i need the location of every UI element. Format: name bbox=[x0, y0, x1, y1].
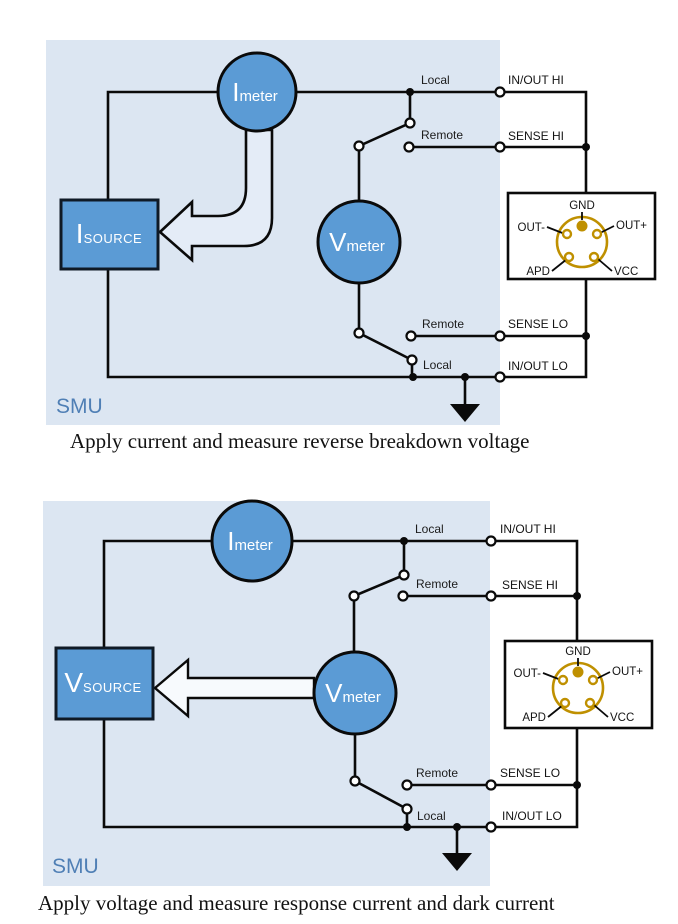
pin-gnd-icon bbox=[572, 666, 584, 678]
caption-diagram-1: Apply current and measure reverse breakd… bbox=[70, 429, 530, 453]
switch-contact bbox=[403, 141, 415, 153]
panel-terminal bbox=[494, 330, 506, 342]
switch-label-remote-bottom: Remote bbox=[422, 317, 464, 331]
pin-label-gnd: GND bbox=[565, 646, 591, 658]
terminal-label-inout-hi: IN/OUT HI bbox=[500, 522, 556, 536]
switch-label-local-bottom: Local bbox=[423, 358, 452, 372]
terminal-label-sense-hi: SENSE HI bbox=[508, 129, 564, 143]
switch-contact bbox=[405, 330, 417, 342]
panel-terminal bbox=[485, 535, 497, 547]
vsource-box bbox=[54, 646, 155, 721]
junction-dot bbox=[573, 592, 581, 600]
pin-label-vcc: VCC bbox=[610, 712, 634, 724]
connector-dut: GND OUT- OUT+ APD VCC bbox=[503, 639, 654, 730]
junction-dot bbox=[403, 823, 411, 831]
vmeter-label: Vmeter bbox=[325, 678, 381, 708]
switch-contact bbox=[401, 803, 413, 815]
pin-out-minus-icon bbox=[557, 674, 569, 686]
panel-terminal bbox=[485, 779, 497, 791]
vmeter-node bbox=[312, 650, 398, 736]
pin-pointer-lines bbox=[546, 212, 615, 272]
wire-main-loop bbox=[102, 539, 579, 829]
pin-pointer-lines bbox=[542, 658, 611, 718]
pin-apd-icon bbox=[563, 251, 575, 263]
isource-box bbox=[59, 198, 160, 271]
terminal-label-inout-hi: IN/OUT HI bbox=[508, 73, 564, 87]
imeter-label: Imeter bbox=[227, 526, 273, 556]
pin-label-out-plus: OUT+ bbox=[616, 220, 647, 232]
vmeter-label: Vmeter bbox=[329, 227, 385, 257]
switch-label-local-top: Local bbox=[421, 73, 450, 87]
switch-label-local-top: Local bbox=[415, 522, 444, 536]
vmeter-node bbox=[316, 199, 402, 285]
imeter-node bbox=[210, 499, 294, 583]
smu-label: SMU bbox=[56, 395, 103, 418]
junction-dot bbox=[400, 537, 408, 545]
terminal-label-inout-lo: IN/OUT LO bbox=[502, 809, 562, 823]
terminal-label-sense-hi: SENSE HI bbox=[502, 578, 558, 592]
switch-pivot bbox=[353, 327, 365, 339]
terminal-label-inout-lo: IN/OUT LO bbox=[508, 359, 568, 373]
switch-label-remote-bottom: Remote bbox=[416, 766, 458, 780]
switch-contact bbox=[406, 354, 418, 366]
junction-dot bbox=[582, 143, 590, 151]
terminal-label-sense-lo: SENSE LO bbox=[500, 766, 560, 780]
switch-pivot bbox=[349, 775, 361, 787]
panel-terminal bbox=[494, 141, 506, 153]
pin-vcc-icon bbox=[584, 697, 596, 709]
connector-dut: GND OUT- OUT+ APD VCC bbox=[506, 191, 657, 281]
junction-dot bbox=[582, 332, 590, 340]
pin-apd-icon bbox=[559, 697, 571, 709]
junction-dot bbox=[406, 88, 414, 96]
imeter-label: Imeter bbox=[232, 77, 278, 107]
ground-icon bbox=[442, 853, 472, 871]
pin-label-out-plus: OUT+ bbox=[612, 666, 643, 678]
diagram-apply-voltage: Imeter Vmeter VSOURCE GND OUT- OUT+ APD … bbox=[43, 499, 654, 886]
isource-label: ISOURCE bbox=[76, 218, 142, 249]
switch-contact bbox=[397, 590, 409, 602]
switch-contact bbox=[404, 117, 416, 129]
panel-terminal bbox=[485, 590, 497, 602]
pin-gnd-icon bbox=[576, 220, 588, 232]
smu-label: SMU bbox=[52, 855, 99, 878]
caption-diagram-2: Apply voltage and measure response curre… bbox=[38, 891, 555, 915]
switch-pivot bbox=[353, 140, 365, 152]
pin-label-vcc: VCC bbox=[614, 266, 638, 278]
junction-dot bbox=[573, 781, 581, 789]
ground-icon bbox=[450, 404, 480, 422]
junction-dot bbox=[461, 373, 469, 381]
panel-terminal bbox=[494, 86, 506, 98]
vsource-label: VSOURCE bbox=[64, 667, 141, 698]
imeter-node bbox=[216, 51, 298, 133]
pin-label-gnd: GND bbox=[569, 200, 595, 212]
terminal-label-sense-lo: SENSE LO bbox=[508, 317, 568, 331]
switch-label-remote-top: Remote bbox=[421, 128, 463, 142]
junction-dot bbox=[409, 373, 417, 381]
pin-vcc-icon bbox=[588, 251, 600, 263]
diagram-apply-current: Imeter Vmeter ISOURCE GND OUT- OUT+ APD … bbox=[46, 40, 657, 425]
pin-out-minus-icon bbox=[561, 228, 573, 240]
switch-contact bbox=[398, 569, 410, 581]
pin-out-plus-icon bbox=[591, 228, 603, 240]
panel-terminal bbox=[485, 821, 497, 833]
junction-dot bbox=[453, 823, 461, 831]
wire-main-loop bbox=[106, 90, 588, 379]
panel-terminal bbox=[494, 371, 506, 383]
pin-label-out-minus: OUT- bbox=[514, 668, 542, 680]
pin-label-apd: APD bbox=[522, 712, 546, 724]
pin-label-apd: APD bbox=[526, 266, 550, 278]
pin-label-out-minus: OUT- bbox=[518, 222, 546, 234]
switch-contact bbox=[401, 779, 413, 791]
switch-label-remote-top: Remote bbox=[416, 577, 458, 591]
switch-label-local-bottom: Local bbox=[417, 809, 446, 823]
pin-out-plus-icon bbox=[587, 674, 599, 686]
switch-pivot bbox=[348, 590, 360, 602]
